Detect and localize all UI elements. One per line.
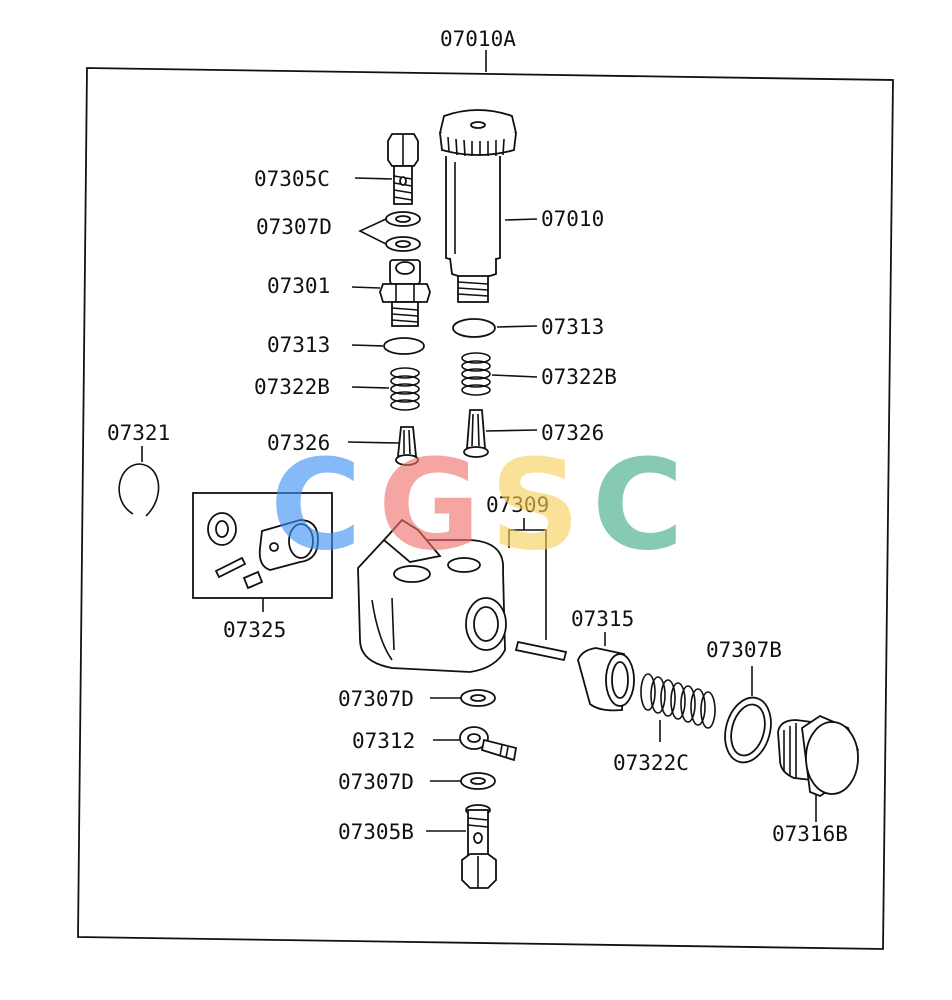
- kit-07325: [192, 492, 333, 599]
- label-07316B: 07316B: [772, 822, 848, 846]
- label-07315: 07315: [571, 607, 634, 631]
- washer-07307D-mid: [460, 689, 496, 707]
- o-ring-07313-right: [452, 318, 496, 338]
- valve-07326-left: [395, 426, 419, 466]
- label-07322C: 07322C: [613, 751, 689, 775]
- label-07322B-right: 07322B: [541, 365, 617, 389]
- label-07307D-low: 07307D: [338, 770, 414, 794]
- snap-ring-07321: [118, 463, 160, 517]
- label-07321: 07321: [107, 421, 170, 445]
- watermark-letter: C: [270, 433, 362, 578]
- priming-pump-07010: [438, 109, 518, 303]
- gasket-07307B: [724, 696, 772, 764]
- washer-07307D-low: [460, 772, 496, 790]
- sleeve-07315: [577, 647, 635, 712]
- label-07305C: 07305C: [254, 167, 330, 191]
- pump-housing: [357, 518, 507, 673]
- banjo-bolt-07305C: [387, 133, 419, 205]
- label-07010: 07010: [541, 207, 604, 231]
- spring-07322B-right: [461, 352, 491, 396]
- plug-07316B: [777, 714, 859, 798]
- watermark-letter: G: [378, 433, 481, 578]
- banjo-bolt-07305B: [461, 804, 497, 889]
- label-07307D-top: 07307D: [256, 215, 332, 239]
- watermark-letter: S: [490, 433, 580, 578]
- label-07307B: 07307B: [706, 638, 782, 662]
- pin-07309: [514, 640, 568, 662]
- label-07322B-left: 07322B: [254, 375, 330, 399]
- label-07309: 07309: [486, 493, 549, 517]
- label-07326-right: 07326: [541, 421, 604, 445]
- watermark-letter: C: [592, 433, 684, 578]
- washer-pair-07307D: [385, 211, 421, 252]
- watermark-logo: C G S C: [270, 433, 684, 578]
- title-code: 07010A: [440, 27, 516, 51]
- o-ring-07313-left: [383, 337, 425, 355]
- label-07313-left: 07313: [267, 333, 330, 357]
- banjo-fitting-07312: [459, 726, 518, 762]
- spring-07322C: [640, 673, 716, 729]
- assembly-frame: [77, 67, 894, 950]
- label-07301: 07301: [267, 274, 330, 298]
- delivery-fitting-07301: [379, 259, 431, 327]
- label-07312: 07312: [352, 729, 415, 753]
- label-07305B: 07305B: [338, 820, 414, 844]
- label-07325: 07325: [223, 618, 286, 642]
- spring-07322B-left: [390, 367, 420, 411]
- label-07313-right: 07313: [541, 315, 604, 339]
- label-07307D-mid: 07307D: [338, 687, 414, 711]
- valve-07326-right: [463, 409, 489, 458]
- label-07326-left: 07326: [267, 431, 330, 455]
